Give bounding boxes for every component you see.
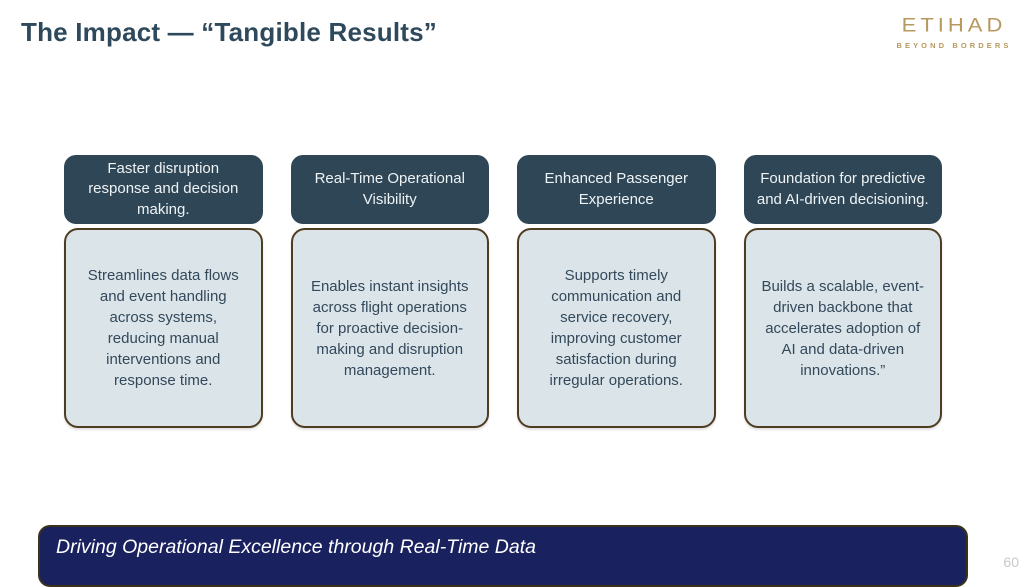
impact-card-3: Enhanced Passenger Experience Supports t… xyxy=(517,155,716,428)
etihad-tagline: BEYOND BORDERS xyxy=(896,41,1012,50)
impact-card-1: Faster disruption response and decision … xyxy=(64,155,263,428)
card-header-ai-foundation: Foundation for predictive and AI-driven … xyxy=(743,155,942,224)
impact-card-2: Real-Time Operational Visibility Enables… xyxy=(290,155,489,428)
card-header-faster-disruption: Faster disruption response and decision … xyxy=(64,155,263,224)
impact-cards-row: Faster disruption response and decision … xyxy=(64,155,942,428)
card-body-ai-foundation: Builds a scalable, event-driven backbone… xyxy=(743,228,942,428)
page-number: 60 xyxy=(1003,554,1019,570)
card-body-passenger-experience: Supports timely communication and servic… xyxy=(517,228,716,428)
footer-banner: Driving Operational Excellence through R… xyxy=(38,525,968,587)
card-body-realtime-visibility: Enables instant insights across flight o… xyxy=(290,228,489,428)
etihad-logo: ETIHAD BEYOND BORDERS xyxy=(895,14,1013,50)
card-body-faster-disruption: Streamlines data flows and event handlin… xyxy=(64,228,263,428)
impact-card-4: Foundation for predictive and AI-driven … xyxy=(743,155,942,428)
footer-banner-text: Driving Operational Excellence through R… xyxy=(56,536,536,558)
slide: { "slide": { "title": "The Impact — “Tan… xyxy=(21,14,1019,587)
card-header-passenger-experience: Enhanced Passenger Experience xyxy=(517,155,716,224)
page-title: The Impact — “Tangible Results” xyxy=(21,17,438,47)
etihad-wordmark: ETIHAD xyxy=(901,14,1007,36)
card-header-realtime-visibility: Real-Time Operational Visibility xyxy=(290,155,489,224)
